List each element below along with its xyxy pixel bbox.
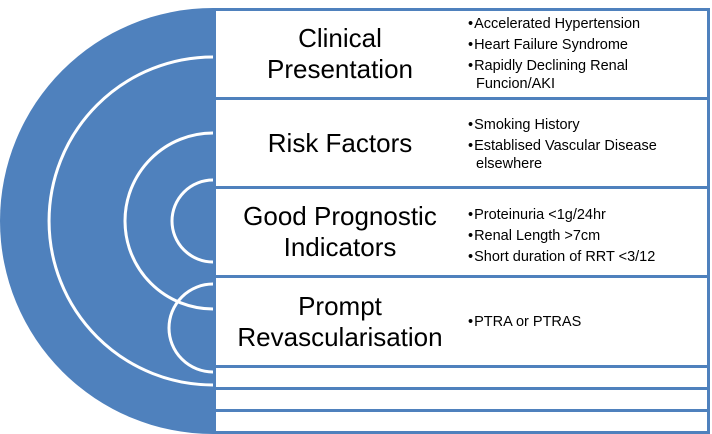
arc-ring-3	[170, 178, 214, 264]
bullet-list: PTRA or PTRAS	[468, 313, 708, 334]
arc-ring-1	[47, 55, 214, 387]
empty-strip	[213, 409, 710, 434]
arc-ring-2	[123, 131, 214, 311]
list-item: Renal Length >7cm	[468, 227, 708, 245]
arc-ring-4	[167, 282, 214, 374]
row-title: Prompt Revascularisation	[237, 290, 443, 352]
list-item: Rapidly Declining Renal Funcion/AKI	[468, 57, 708, 93]
list-item: Establised Vascular Disease elsewhere	[468, 137, 708, 173]
bullet-list: Proteinuria <1g/24hr Renal Length >7cm S…	[468, 206, 708, 269]
row-clinical-presentation: Clinical Presentation Accelerated Hypert…	[213, 8, 710, 100]
list-item: PTRA or PTRAS	[468, 313, 708, 331]
row-title: Good Prognostic Indicators	[243, 201, 437, 262]
list-item: Proteinuria <1g/24hr	[468, 206, 708, 224]
row-good-prognostic-indicators: Good Prognostic Indicators Proteinuria <…	[213, 186, 710, 278]
row-risk-factors: Risk Factors Smoking History Establised …	[213, 97, 710, 189]
row-title: Clinical Presentation	[267, 23, 413, 84]
list-item: Accelerated Hypertension	[468, 15, 708, 33]
bullet-list: Accelerated Hypertension Heart Failure S…	[468, 15, 708, 96]
bullet-list: Smoking History Establised Vascular Dise…	[468, 116, 708, 176]
outer-half-disc	[0, 8, 213, 434]
list-item: Short duration of RRT <3/12	[468, 248, 708, 266]
list-item: Smoking History	[468, 116, 708, 134]
row-prompt-revascularisation: Prompt Revascularisation PTRA or PTRAS	[213, 275, 710, 368]
row-title: Risk Factors	[267, 127, 413, 158]
list-item: Heart Failure Syndrome	[468, 36, 708, 54]
